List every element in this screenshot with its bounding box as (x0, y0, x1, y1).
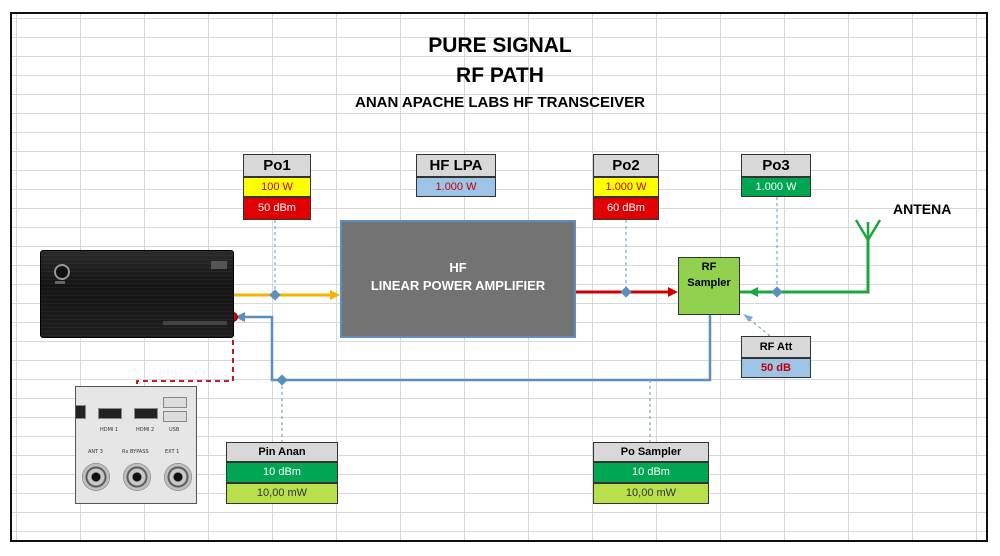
antenna-feed-line (740, 240, 870, 294)
rf-att-arrowhead (743, 314, 753, 322)
po1-header: Po1 (243, 154, 311, 177)
pin-anan-header: Pin Anan (226, 442, 338, 462)
amplifier-label-line2: LINEAR POWER AMPLIFIER (370, 278, 546, 293)
bnc-connector-rx-bypass-icon (123, 463, 151, 491)
rear-label-hdmi2: HDMI 2 (136, 427, 155, 433)
rear-label-ant3: ANT 3 (88, 449, 103, 455)
diagram-title: PURE SIGNAL (428, 34, 572, 57)
rf-att-tap-line (747, 317, 771, 337)
po1-watts: 100 W (243, 177, 311, 197)
amp-output-arrowhead (668, 287, 678, 297)
antenna-feed-arrowhead (748, 287, 758, 297)
rear-label-rx-bypass: Rx BYPASS (122, 449, 149, 455)
antenna-icon (854, 219, 882, 241)
amplifier-label-line1: HF (449, 260, 467, 275)
hdmi2-port-icon (134, 408, 158, 419)
po2-dbm: 60 dBm (593, 197, 659, 220)
rf-att-header: RF Att (741, 336, 811, 358)
power-button-icon (54, 264, 70, 280)
rear-label-ext1: EXT 1 (165, 449, 180, 455)
bnc-connector-ant3-icon (82, 463, 110, 491)
usb-port-bottom-icon (163, 411, 187, 422)
po-sampler-mw: 10,00 mW (593, 483, 709, 504)
po2-tap-marker (620, 286, 632, 298)
po2-watts: 1.000 W (593, 177, 659, 197)
rf-sampler-block: RF Sampler (678, 257, 740, 315)
brand-logo-icon (211, 261, 227, 269)
anan-transceiver-image (40, 250, 234, 338)
rear-label-hdmi1: HDMI 1 (100, 427, 119, 433)
po1-tap-marker (269, 289, 281, 301)
pin-anan-mw: 10,00 mW (226, 483, 338, 504)
sampler-label-line1: RF (701, 261, 717, 273)
feedback-arrowhead (235, 312, 245, 322)
rear-label-usb: USB (169, 427, 180, 433)
model-plate (163, 321, 227, 325)
hf-lpa-watts: 1.000 W (416, 177, 496, 197)
po-sampler-dbm: 10 dBm (593, 462, 709, 483)
po3-header: Po3 (741, 154, 811, 177)
usb-port-top-icon (163, 397, 187, 408)
ethernet-port-icon (76, 405, 86, 419)
diagram-subtitle: RF PATH (456, 64, 544, 87)
po3-tap-marker (771, 286, 783, 298)
tx-arrowhead (330, 290, 340, 300)
linear-power-amplifier-block: HF LINEAR POWER AMPLIFIER (340, 220, 576, 338)
hf-lpa-header: HF LPA (416, 154, 496, 177)
bnc-connector-ext1-icon (164, 463, 192, 491)
rf-att-value: 50 dB (741, 358, 811, 378)
feedback-line (242, 315, 712, 382)
po1-dbm: 50 dBm (243, 197, 311, 220)
pin-anan-dbm: 10 dBm (226, 462, 338, 483)
po2-header: Po2 (593, 154, 659, 177)
sampler-label-line2: Sampler (687, 277, 731, 289)
pin-anan-tap-marker (276, 374, 288, 386)
po-sampler-header: Po Sampler (593, 442, 709, 462)
rear-panel-image: HDMI 1 HDMI 2 USB ANT 3 Rx BYPASS EXT 1 (75, 386, 197, 504)
antenna-label: ANTENA (893, 201, 952, 217)
device-title: ANAN APACHE LABS HF TRANSCEIVER (354, 94, 645, 111)
po3-watts: 1.000 W (741, 177, 811, 197)
hdmi1-port-icon (98, 408, 122, 419)
